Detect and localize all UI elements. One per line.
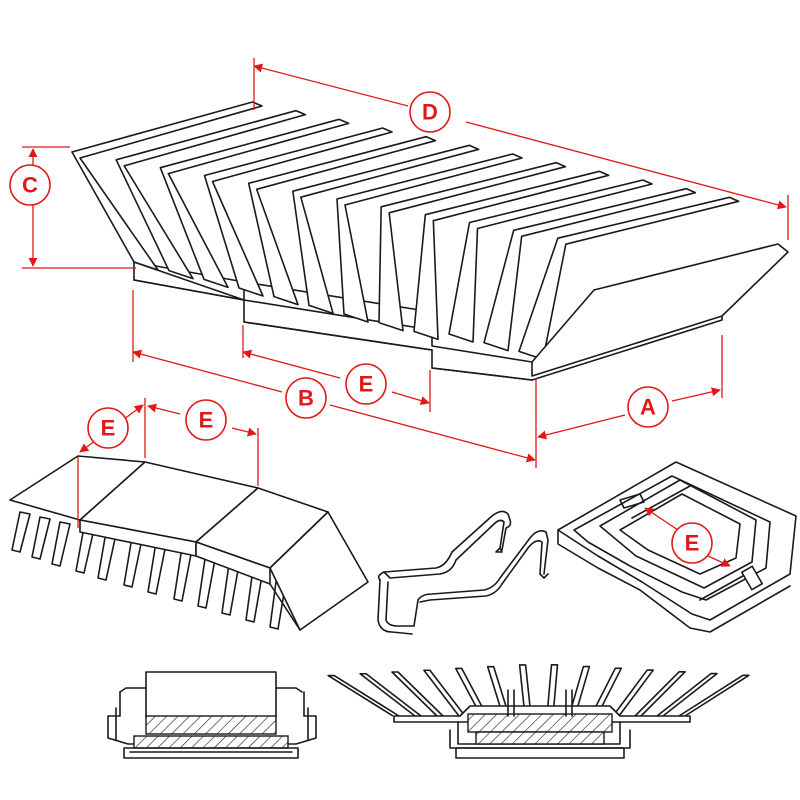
cross-section-left [107, 671, 317, 759]
fin [413, 170, 610, 341]
side-fin [31, 516, 51, 560]
label-B: B [285, 377, 327, 419]
label-E-socket: E [671, 522, 713, 564]
dimension-D [253, 58, 789, 240]
label-E-top-text: E [359, 372, 374, 397]
bottom-fin [423, 669, 466, 717]
fin [159, 118, 350, 289]
fin [292, 144, 480, 315]
dimension-A [537, 335, 723, 440]
label-E-top: E [345, 363, 387, 405]
bottom-fin [634, 671, 686, 717]
cross-section-right [327, 664, 750, 759]
fin [71, 101, 263, 271]
bottom-fin [518, 664, 532, 717]
side-fin [51, 521, 71, 567]
bottom-fin [359, 672, 422, 717]
label-D: D [409, 91, 451, 133]
bottom-fin [546, 664, 559, 717]
label-C-text: C [22, 173, 38, 198]
bottom-fin [612, 669, 654, 717]
bottom-fin [590, 667, 623, 717]
bottom-fin [568, 665, 591, 717]
label-E-mid: E [185, 399, 227, 441]
fin-array [71, 101, 789, 377]
label-A-text: A [640, 395, 656, 420]
bottom-fin [455, 667, 488, 717]
label-E-left: E [87, 407, 129, 449]
retention-clip [377, 510, 549, 635]
bottom-fin-array [327, 664, 750, 717]
fin [448, 179, 653, 343]
fin [483, 187, 697, 352]
bottom-fin [486, 665, 510, 717]
label-E-left-text: E [101, 416, 116, 441]
angled-heatsink-view [9, 398, 369, 631]
fin [378, 161, 567, 332]
bottom-fin [656, 672, 718, 717]
fin [203, 127, 393, 297]
bottom-fin [327, 674, 400, 717]
bottom-fin [391, 671, 444, 717]
fin [336, 153, 523, 323]
label-A: A [627, 386, 669, 428]
label-E-mid-text: E [199, 408, 214, 433]
bottom-fin [678, 674, 750, 717]
dimension-B [132, 290, 537, 468]
main-heatsink [71, 101, 789, 381]
label-C: C [9, 164, 51, 206]
fin [247, 135, 437, 306]
label-B-text: B [298, 386, 314, 411]
label-E-socket-text: E [685, 531, 700, 556]
label-D-text: D [422, 100, 438, 125]
fin [531, 243, 789, 377]
fin [115, 109, 307, 280]
dimension-E-top [242, 325, 431, 412]
side-fin [11, 511, 31, 553]
